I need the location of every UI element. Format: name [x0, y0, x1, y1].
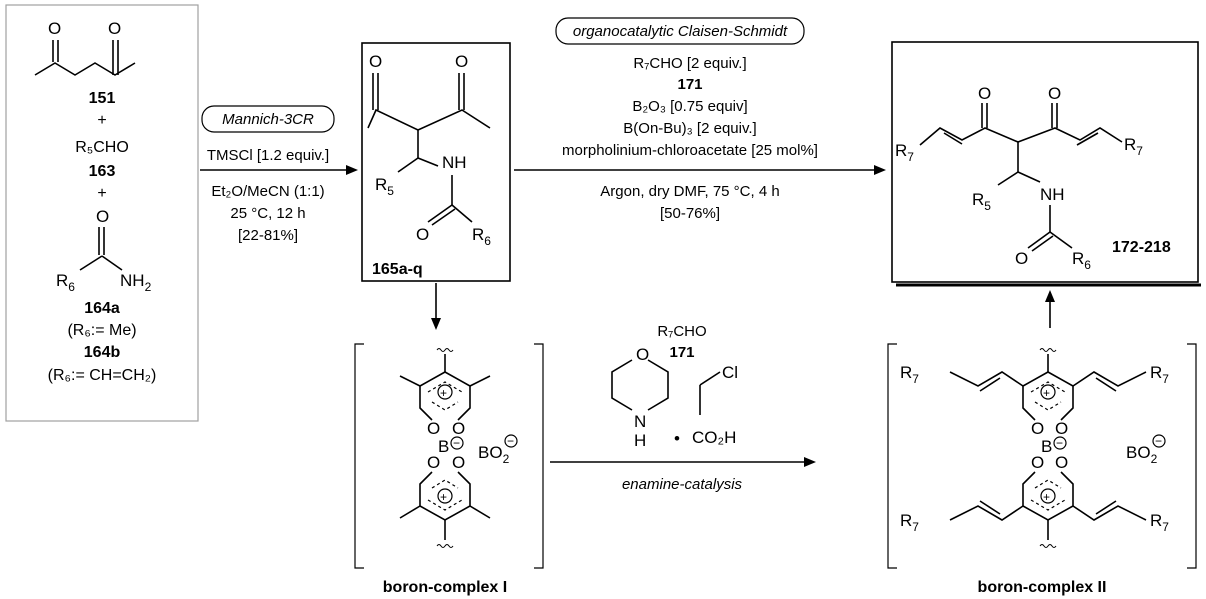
diketone-label: 151 [89, 90, 116, 107]
svg-text:O: O [416, 225, 429, 244]
diketone-O1: O [48, 19, 61, 38]
svg-text:−: − [1056, 436, 1063, 450]
intermediate-box [361, 42, 511, 282]
product-R6: R6 [1072, 249, 1091, 272]
svg-text:O: O [978, 84, 991, 103]
step2-arrowhead [874, 165, 886, 175]
boron-complex-1: + O O B − O O + BO2 − [354, 343, 544, 569]
svg-text:−: − [507, 434, 514, 448]
up-arrowhead [1045, 290, 1055, 302]
catalysis-aldehyde-label: 171 [669, 344, 694, 361]
product-R7-left: R7 [895, 141, 914, 164]
complex1-counterion: BO2 [478, 443, 510, 466]
svg-text:O: O [369, 52, 382, 71]
plus-sign-1: + [97, 112, 106, 129]
svg-text:B: B [438, 437, 449, 456]
intermediate-label: 165a-q [372, 261, 423, 278]
svg-text:B: B [1041, 437, 1052, 456]
svg-text:O: O [427, 453, 440, 472]
down-arrowhead [431, 318, 441, 330]
step2-reagent-2: B₂O₃ [0.75 equiv] [632, 98, 747, 115]
svg-text:N: N [634, 412, 646, 431]
catalysis-aldehyde: R₇CHO [657, 323, 706, 340]
aldehyde-formula: R₅CHO [75, 139, 129, 156]
catalysis-arrowhead [804, 457, 816, 467]
amide-NH2: NH2 [120, 271, 152, 294]
amide-a-label: 164a [84, 300, 120, 317]
svg-text:+: + [1043, 386, 1050, 400]
svg-text:O: O [1048, 84, 1061, 103]
step2-catalyst: morpholinium-chloroacetate [25 mol%] [562, 142, 818, 159]
svg-text:−: − [1155, 434, 1162, 448]
chloroacetic-acid-structure: Cl CO₂H [692, 363, 738, 447]
amide-b-label: 164b [84, 344, 121, 361]
svg-text:Cl: Cl [722, 363, 738, 382]
diketone-structure: O O [34, 19, 136, 76]
intermediate-R6: R6 [472, 225, 491, 248]
svg-text:+: + [440, 386, 447, 400]
step1-yield: [22-81%] [238, 227, 298, 244]
claisen-tag-box [555, 17, 805, 45]
step1-reagent: TMSCl [1.2 equiv.] [207, 147, 329, 164]
product-structure: R7 O O R7 R5 NH O R6 [895, 84, 1143, 272]
svg-text:O: O [1055, 419, 1068, 438]
salt-dot: • [674, 429, 680, 448]
intermediate-R5: R5 [375, 175, 394, 198]
claisen-tag: organocatalytic Claisen-Schmidt [573, 23, 788, 40]
intermediate-NH: NH [442, 153, 467, 172]
svg-text:O: O [452, 453, 465, 472]
intermediate-structure: O O R5 NH O R6 [367, 52, 491, 248]
svg-text:O: O [1031, 419, 1044, 438]
svg-text:O: O [1055, 453, 1068, 472]
aldehyde-label: 163 [89, 163, 116, 180]
diketone-O2: O [108, 19, 121, 38]
step1-solvent: Et₂O/MeCN (1:1) [211, 183, 324, 200]
product-label: 172-218 [1112, 239, 1171, 256]
svg-text:O: O [1031, 453, 1044, 472]
complex2-R7-br: R7 [1150, 511, 1169, 534]
amide-R6: R6 [56, 271, 75, 294]
amide-O: O [96, 207, 109, 226]
complex2-R7-tr: R7 [1150, 363, 1169, 386]
svg-text:+: + [440, 490, 447, 504]
step2-reagent-1: R₇CHO [2 equiv.] [633, 55, 746, 72]
svg-text:O: O [452, 419, 465, 438]
plus-sign-2: + [97, 185, 106, 202]
step1-conditions: 25 °C, 12 h [230, 205, 305, 222]
svg-text:H: H [634, 431, 646, 450]
amide-b-definition: (R₆:= CH=CH₂) [48, 367, 157, 384]
reactants-box [5, 4, 199, 422]
step2-reagent-3: B(On-Bu)₃ [2 equiv.] [623, 120, 756, 137]
boron-complex-2: + O O B − O O + R7 R7 R7 R7 BO2 − [887, 343, 1197, 569]
step2-yield: [50-76%] [660, 205, 720, 222]
svg-text:CO₂H: CO₂H [692, 428, 736, 447]
product-R7-right: R7 [1124, 135, 1143, 158]
complex2-R7-bl: R7 [900, 511, 919, 534]
complex2-counterion: BO2 [1126, 443, 1158, 466]
step2-conditions: Argon, dry DMF, 75 °C, 4 h [600, 183, 779, 200]
amide-a-definition: (R₆:= Me) [67, 322, 136, 339]
step1-arrowhead [346, 165, 358, 175]
svg-text:O: O [427, 419, 440, 438]
product-NH: NH [1040, 185, 1065, 204]
morpholine-structure: O N H [611, 345, 669, 450]
product-box [891, 41, 1199, 283]
complex1-name: boron-complex I [383, 579, 507, 596]
svg-text:+: + [1043, 490, 1050, 504]
svg-text:O: O [636, 345, 649, 364]
complex2-R7-tl: R7 [900, 363, 919, 386]
mannich-tag: Mannich-3CR [222, 111, 314, 128]
svg-text:O: O [1015, 249, 1028, 268]
catalysis-mechanism: enamine-catalysis [622, 476, 743, 493]
step2-reagent-1-label: 171 [677, 76, 702, 93]
product-R5: R5 [972, 190, 991, 213]
mannich-tag-box [201, 105, 335, 133]
amide-structure: O R6 NH2 [56, 207, 152, 294]
svg-text:O: O [455, 52, 468, 71]
svg-text:−: − [453, 436, 460, 450]
complex2-name: boron-complex II [978, 579, 1107, 596]
